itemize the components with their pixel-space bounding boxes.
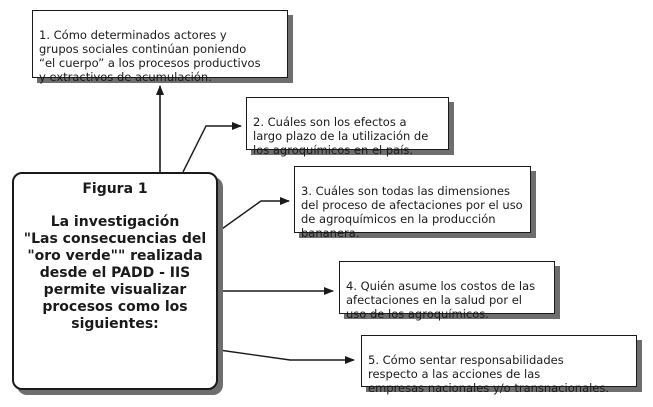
figure-title: Figura 1 xyxy=(82,181,148,197)
question-box-2: 2. Cuáles son los efectos a largo plazo … xyxy=(246,97,449,157)
connector-arrow-2 xyxy=(182,122,242,173)
question-text-3: 3. Cuáles son todas las dimensiones del … xyxy=(301,184,523,240)
question-box-1: 1. Cómo determinados actores y grupos so… xyxy=(32,10,288,84)
question-text-1: 1. Cómo determinados actores y grupos so… xyxy=(39,28,261,84)
question-box-3: 3. Cuáles son todas las dimensiones del … xyxy=(294,166,531,240)
question-text-2: 2. Cuáles son los efectos a largo plazo … xyxy=(253,115,429,157)
question-text-4: 4. Quién asume los costos de las afectac… xyxy=(346,279,536,321)
question-box-4: 4. Quién asume los costos de las afectac… xyxy=(339,261,555,321)
figure-box: Figura 1 La investigación "Las consecuen… xyxy=(12,172,218,390)
connector-arrow-5 xyxy=(218,349,355,364)
question-box-5: 5. Cómo sentar responsabilidades respect… xyxy=(361,335,637,395)
connector-arrow-3 xyxy=(218,197,290,232)
figure-description: La investigación "Las consecuencias del … xyxy=(23,214,207,332)
question-text-5: 5. Cómo sentar responsabilidades respect… xyxy=(368,353,610,395)
